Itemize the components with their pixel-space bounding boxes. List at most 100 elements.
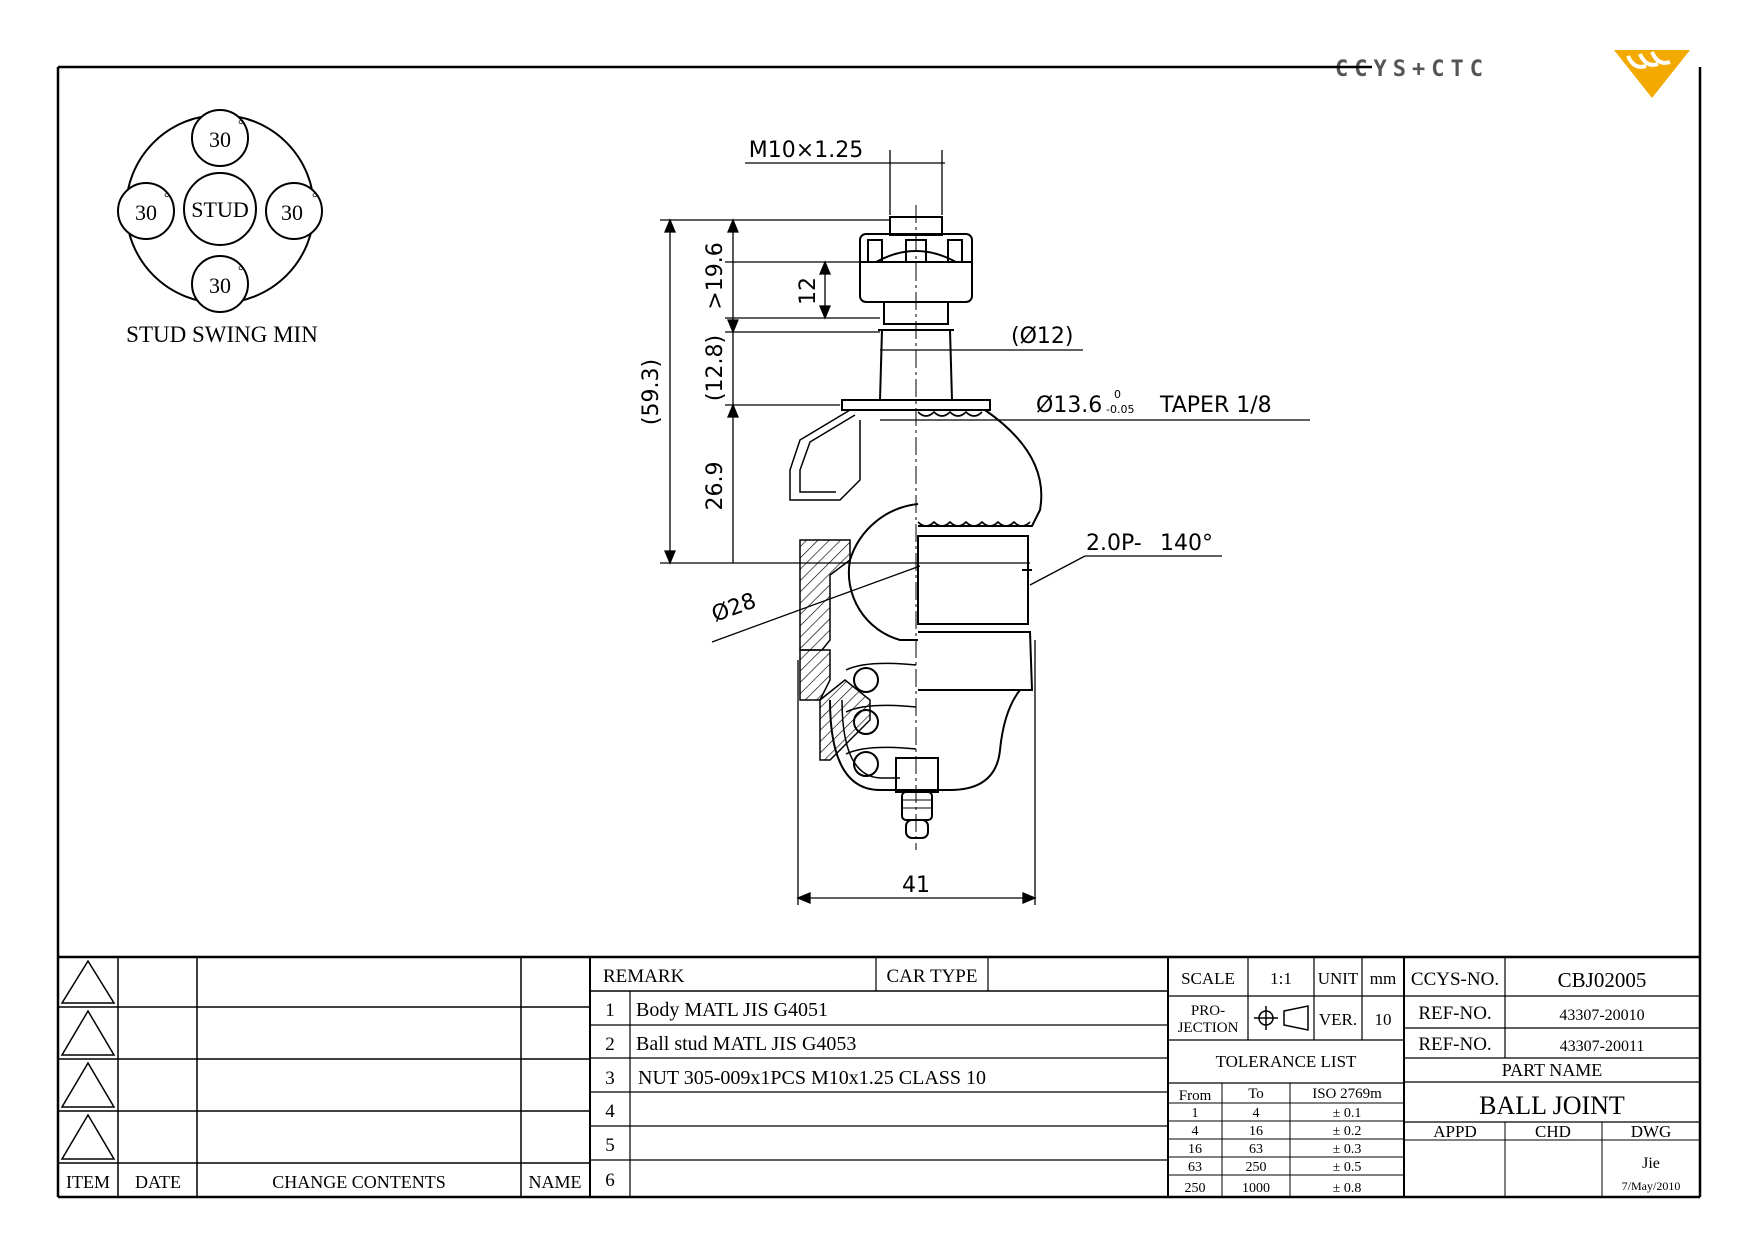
tol-row-2-to: 16 [1249, 1124, 1263, 1139]
dim-269: 26.9 [703, 462, 728, 511]
chd-label: CHD [1535, 1122, 1571, 1141]
dwg-label: DWG [1631, 1122, 1672, 1141]
dim-width41: 41 [902, 873, 930, 898]
tol-row-2-val: ± 0.2 [1333, 1124, 1362, 1139]
ver-value: 10 [1375, 1010, 1392, 1029]
stud-label: STUD [191, 197, 248, 222]
part-name-value: BALL JOINT [1479, 1091, 1625, 1120]
ball-stud-ball [847, 503, 919, 641]
scale-value: 1:1 [1270, 969, 1292, 988]
part-name-label: PART NAME [1502, 1060, 1602, 1080]
tol-row-3-from: 16 [1188, 1142, 1202, 1157]
stud-swing-diagram [117, 109, 323, 313]
rev-header-date: DATE [135, 1172, 181, 1192]
swing-angle-left: 30 [135, 200, 157, 225]
tol-row-4-from: 63 [1188, 1160, 1202, 1175]
degree-mark-right: ° [312, 191, 318, 206]
dwg-date: 7/May/2010 [1622, 1179, 1681, 1193]
stud-swing-min-label: STUD SWING MIN [126, 322, 318, 347]
ccys-no-value: CBJ02005 [1558, 968, 1647, 992]
tol-row-5-from: 250 [1185, 1181, 1206, 1196]
tol-row-3-to: 63 [1249, 1142, 1263, 1157]
swing-angle-top: 30 [209, 127, 231, 152]
rev-header-name: NAME [529, 1172, 582, 1192]
tol-row-1-val: ± 0.1 [1333, 1106, 1362, 1121]
degree-mark-top: ° [238, 118, 244, 133]
drawing-border [56, 65, 1702, 1199]
unit-value: mm [1370, 969, 1396, 988]
stud-swing-labels: STUD 30 30 30 30 ° ° ° ° STUD SWING MIN [126, 118, 318, 347]
ver-label: VER. [1319, 1010, 1357, 1029]
rev-header-item: ITEM [66, 1172, 110, 1192]
remark-no-1: 1 [605, 1000, 615, 1021]
swing-angle-right: 30 [281, 200, 303, 225]
tol-row-1-to: 4 [1253, 1106, 1260, 1121]
remark-text-3: NUT 305-009x1PCS M10x1.25 CLASS 10 [638, 1067, 986, 1089]
dim-128: (12.8) [703, 335, 728, 401]
remark-text-2: Ball stud MATL JIS G4053 [636, 1033, 856, 1055]
scale-label: SCALE [1181, 969, 1235, 988]
tolerance-list: TOLERANCE LIST From To ISO 2769m 1 4 ± 0… [1179, 1052, 1382, 1196]
housing-upper [917, 535, 1029, 625]
degree-mark-left: ° [164, 191, 170, 206]
tol-row-3-val: ± 0.3 [1333, 1142, 1362, 1157]
degree-mark-bottom: ° [238, 264, 244, 279]
dim-taper: Ø13.6 [1036, 393, 1102, 418]
remark-header: REMARK [603, 966, 685, 987]
tolerance-title: TOLERANCE LIST [1216, 1052, 1357, 1071]
swing-circle-right [265, 182, 323, 240]
tol-row-4-val: ± 0.5 [1333, 1160, 1362, 1175]
projection-symbol-icon [1254, 1005, 1309, 1031]
projection-label-1: PRO- [1191, 1003, 1225, 1019]
title-block-grid [58, 957, 1700, 1197]
dust-boot [918, 409, 1043, 527]
tol-row-5-val: ± 0.8 [1333, 1181, 1362, 1196]
dim-thread: M10×1.25 [749, 138, 863, 163]
tol-row-2-from: 4 [1192, 1124, 1199, 1139]
company-logo: CCYS+CTC [1335, 50, 1690, 98]
dim-phi12: (Ø12) [1011, 324, 1073, 349]
scale-block: SCALE 1:1 UNIT mm PRO- JECTION VER. 10 [1178, 969, 1397, 1036]
dim-phi28: Ø28 [709, 589, 760, 628]
ref-no-value-2: 43307-20011 [1560, 1038, 1645, 1055]
dim-12: 12 [796, 277, 821, 305]
swing-angle-bottom: 30 [209, 273, 231, 298]
tol-header-to: To [1248, 1086, 1264, 1102]
swing-circle-top [191, 109, 249, 167]
dim-593: (59.3) [639, 359, 664, 425]
dwg-name: Jie [1642, 1155, 1660, 1172]
appd-label: APPD [1433, 1122, 1476, 1141]
swing-circle-bottom [191, 255, 249, 313]
remark-no-3: 3 [605, 1068, 615, 1089]
rev-header-change: CHANGE CONTENTS [272, 1172, 446, 1192]
remark-no-4: 4 [605, 1101, 615, 1122]
dim-cotter-angle: 140° [1160, 531, 1213, 556]
stud-circle [183, 172, 257, 246]
ref-no-label-1: REF-NO. [1418, 1003, 1491, 1024]
tol-row-4-to: 250 [1246, 1160, 1267, 1175]
tol-header-from: From [1179, 1088, 1212, 1104]
ref-no-value-1: 43307-20010 [1559, 1007, 1644, 1024]
dimension-text: M10×1.25 >19.6 12 (59.3) (12.8) 26.9 (Ø1… [639, 138, 1272, 898]
remark-text-1: Body MATL JIS G4051 [636, 999, 828, 1021]
remark-no-2: 2 [605, 1034, 615, 1055]
tol-row-5-to: 1000 [1242, 1181, 1270, 1196]
ccys-no-label: CCYS-NO. [1411, 969, 1499, 990]
remark-no-6: 6 [605, 1170, 615, 1191]
tol-header-iso: ISO 2769m [1312, 1086, 1382, 1102]
dim-taper-ratio: TAPER 1/8 [1159, 393, 1272, 418]
tol-row-1-from: 1 [1192, 1106, 1199, 1121]
part-info-block: CCYS-NO. CBJ02005 REF-NO. 43307-20010 RE… [1411, 968, 1680, 1193]
dim-cotter: 2.0P- [1086, 531, 1142, 556]
dimension-lines [660, 150, 1310, 905]
ref-no-label-2: REF-NO. [1418, 1034, 1491, 1055]
swing-circle-left [117, 182, 175, 240]
remarks-table: REMARK CAR TYPE 1 Body MATL JIS G4051 2 … [603, 966, 986, 1191]
remark-no-5: 5 [605, 1135, 615, 1156]
dim-taper-lower: -0.05 [1106, 403, 1134, 416]
grease-nipple [895, 757, 939, 793]
logo-text: CCYS+CTC [1335, 57, 1489, 82]
projection-label-2: JECTION [1178, 1020, 1239, 1036]
logo-emblem-icon [1614, 50, 1690, 98]
revision-headers: ITEM DATE CHANGE CONTENTS NAME [66, 1172, 582, 1192]
